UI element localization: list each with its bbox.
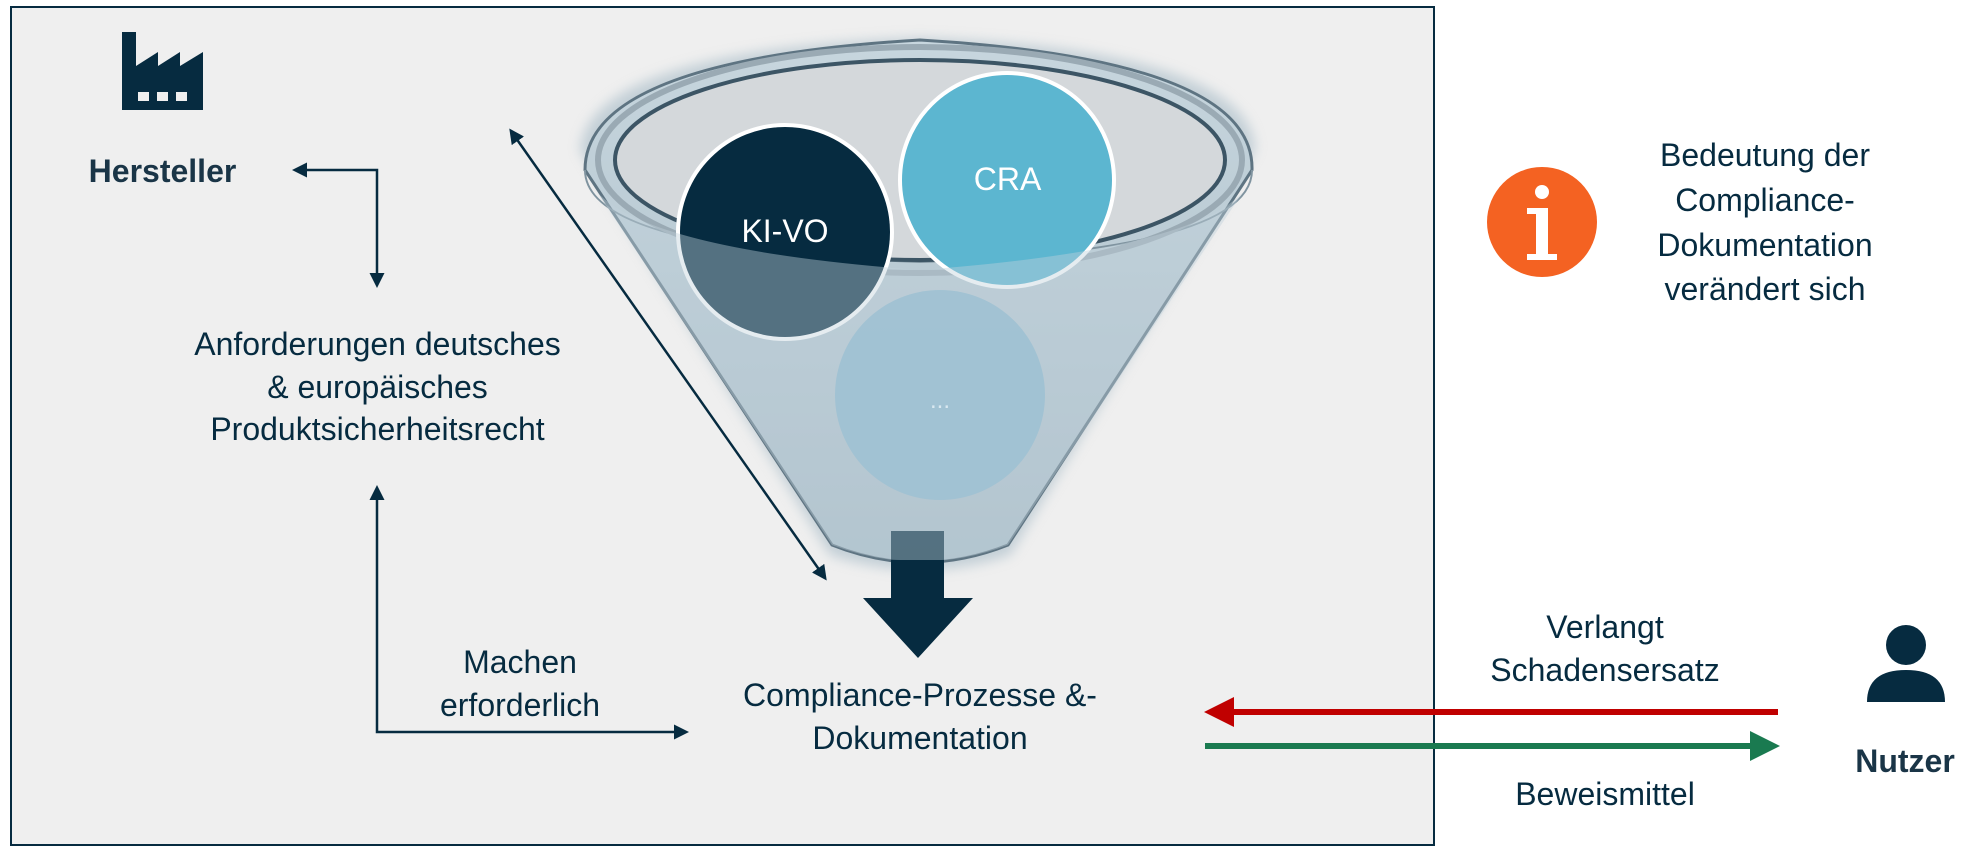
claims-line-2: Schadensersatz xyxy=(1490,651,1720,688)
info-text: Bedeutung der Compliance- Dokumentation … xyxy=(1610,133,1920,312)
evidence-label: Beweismittel xyxy=(1515,776,1695,812)
claims-text: Verlangt Schadensersatz xyxy=(1450,606,1760,691)
makes-necessary-text: Machen erforderlich xyxy=(405,641,635,726)
requirements-text: Anforderungen deutsches & europäisches P… xyxy=(150,323,605,451)
more-label: ... xyxy=(929,387,950,414)
person-icon xyxy=(1867,625,1945,702)
manufacturer-label: Hersteller xyxy=(88,153,237,189)
makes-necessary-line-1: Machen xyxy=(463,644,577,680)
down-arrow xyxy=(863,531,973,658)
circle-more xyxy=(835,290,1045,500)
diagram-canvas xyxy=(122,32,1945,761)
requirements-arrow xyxy=(369,485,689,740)
factory-icon xyxy=(122,32,203,110)
info-line-3: Dokumentation xyxy=(1657,226,1873,263)
compliance-text: Compliance-Prozesse &- Dokumentation xyxy=(680,674,1160,759)
claims-line-1: Verlangt xyxy=(1546,609,1664,645)
manufacturer-arrow xyxy=(292,162,385,288)
requirements-line-2: & europäisches xyxy=(267,368,488,405)
info-icon xyxy=(1487,167,1597,277)
compliance-line-1: Compliance-Prozesse &- xyxy=(743,677,1097,713)
requirements-line-1: Anforderungen deutsches xyxy=(194,326,561,362)
kivo-label: KI-VO xyxy=(741,213,829,249)
diagonal-arrow xyxy=(509,128,827,581)
cra-label: CRA xyxy=(973,161,1042,197)
info-line-4: verändert sich xyxy=(1664,271,1866,308)
requirements-line-3: Produktsicherheitsrecht xyxy=(210,411,545,448)
user-label: Nutzer xyxy=(1855,743,1955,779)
makes-necessary-line-2: erforderlich xyxy=(439,686,601,723)
info-line-2: Compliance- xyxy=(1675,181,1855,218)
info-line-1: Bedeutung der xyxy=(1660,137,1870,173)
circle-cra xyxy=(898,71,1116,289)
compliance-line-2: Dokumentation xyxy=(812,719,1028,756)
